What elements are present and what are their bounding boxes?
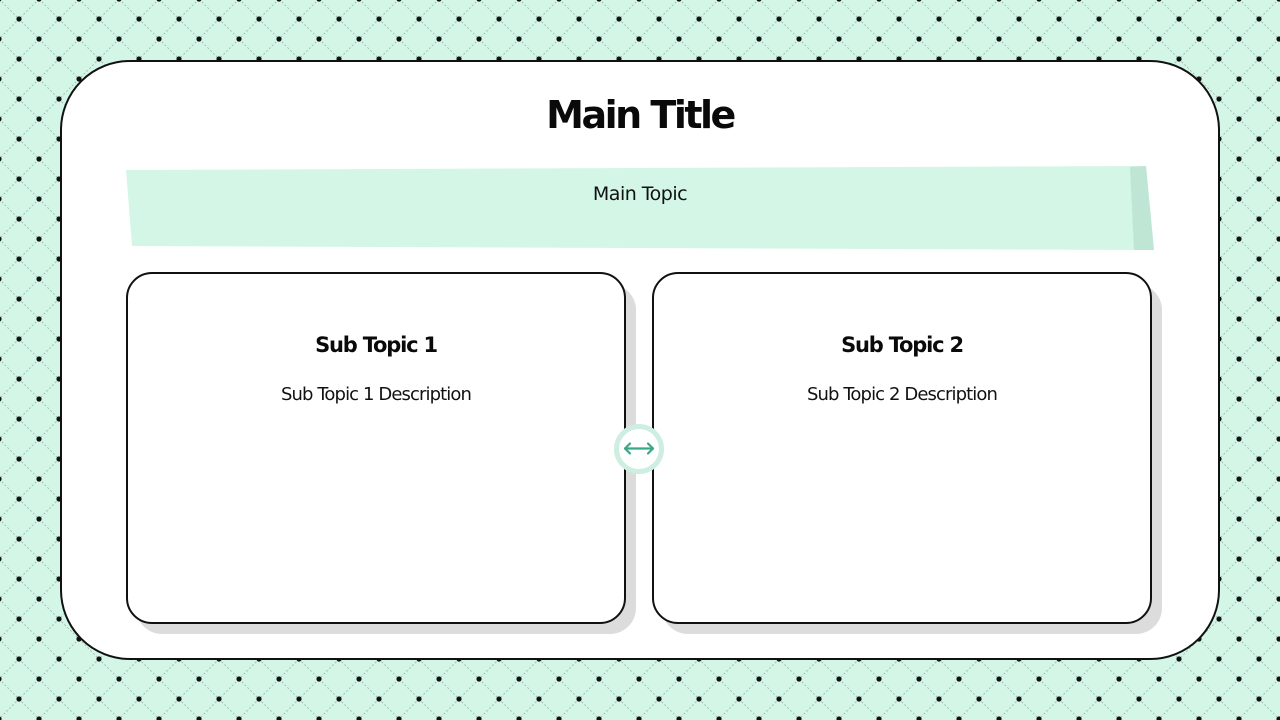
main-topic-band xyxy=(126,166,1154,250)
main-title: Main Title xyxy=(546,93,736,137)
sub-topic-2-card: Sub Topic 2 Sub Topic 2 Description xyxy=(652,272,1152,624)
sub-topic-2-title: Sub Topic 2 xyxy=(841,333,964,357)
sub-topic-1-card: Sub Topic 1 Sub Topic 1 Description xyxy=(126,272,626,624)
connector-badge xyxy=(614,424,664,474)
main-topic-label: Main Topic xyxy=(592,183,688,205)
double-arrow-horizontal-icon xyxy=(623,442,655,455)
sub-topic-2-description: Sub Topic 2 Description xyxy=(807,384,998,405)
sub-topic-1-title: Sub Topic 1 xyxy=(315,333,438,357)
sub-topic-1-description: Sub Topic 1 Description xyxy=(281,384,472,405)
